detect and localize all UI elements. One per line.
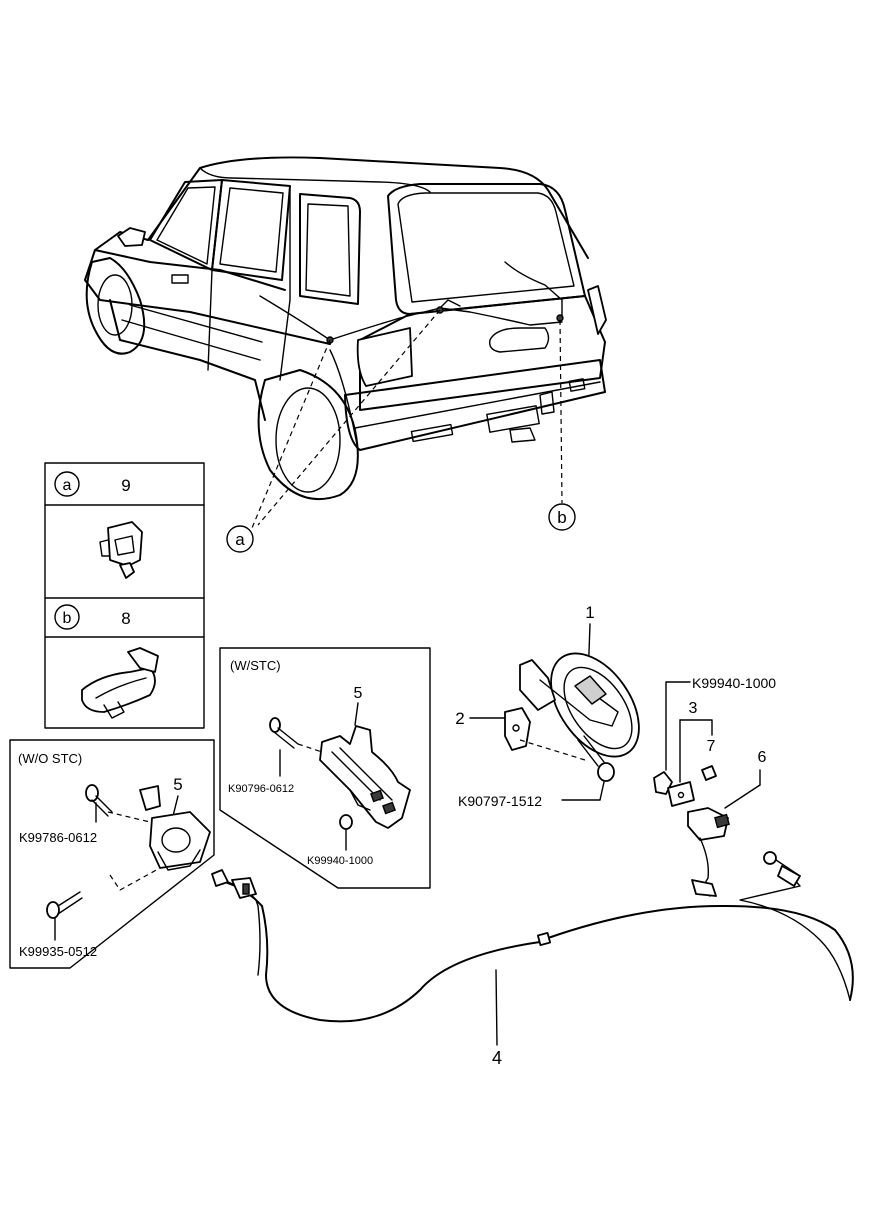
cable-end-fitting-icon bbox=[211, 869, 257, 899]
clip-9-icon bbox=[99, 521, 143, 579]
fuel-door-icon bbox=[519, 652, 640, 758]
wo-stc-item-5: 5 bbox=[173, 775, 182, 794]
legend-b-number: 8 bbox=[121, 609, 130, 628]
fuel-door-item-1: 1 bbox=[585, 603, 594, 622]
fuel-filler-door: 1 2 K90797-1512 bbox=[455, 603, 640, 809]
w-stc-bolt: K90796-0612 bbox=[228, 783, 294, 795]
wo-stc-panel: (W/O STC) 5 K99786-0612 K99935-0512 bbox=[9, 739, 215, 969]
wo-stc-bolt-top: K99786-0612 bbox=[19, 830, 97, 845]
actuator-bracket-icon bbox=[139, 785, 211, 871]
clip-8-icon bbox=[81, 647, 159, 719]
clip-legend-table: a 9 b 8 bbox=[44, 462, 205, 729]
opener-item-3: 3 bbox=[689, 700, 698, 717]
bolt-k90796-icon bbox=[269, 717, 299, 749]
vehicle-illustration bbox=[84, 156, 607, 529]
release-cable: 4 bbox=[211, 851, 854, 1068]
callout-b: b bbox=[548, 503, 576, 531]
callout-b-label: b bbox=[557, 508, 566, 527]
w-stc-item-5: 5 bbox=[354, 685, 363, 702]
opener-clip: K99940-1000 bbox=[692, 675, 776, 691]
fuel-door-item-2: 2 bbox=[455, 709, 464, 728]
w-stc-clip: K99940-1000 bbox=[307, 855, 373, 867]
opener-switch-icon bbox=[687, 807, 730, 897]
bolt-k99786-icon bbox=[85, 784, 113, 817]
bolt-k99935-icon bbox=[46, 891, 83, 919]
wo-stc-bolt-bottom: K99935-0512 bbox=[19, 944, 97, 959]
wo-stc-title: (W/O STC) bbox=[18, 751, 82, 766]
w-stc-panel: (W/STC) 5 K90796-0612 K99940-1000 bbox=[219, 647, 431, 889]
opener-assembly: K99940-1000 3 7 6 bbox=[653, 675, 776, 897]
bolt-k90797-icon bbox=[577, 735, 615, 782]
opener-item-7: 7 bbox=[707, 738, 716, 755]
legend-b-letter: b bbox=[63, 610, 72, 627]
cable-end-fitting-2-icon bbox=[763, 851, 801, 887]
opener-item-6: 6 bbox=[758, 749, 767, 766]
fuel-door-bolt: K90797-1512 bbox=[458, 793, 542, 809]
legend-a-letter: a bbox=[63, 477, 72, 494]
legend-a-number: 9 bbox=[121, 476, 130, 495]
hinge-plate-icon bbox=[504, 707, 531, 751]
callout-a-label: a bbox=[235, 530, 245, 549]
stc-actuator-icon bbox=[319, 725, 411, 829]
callout-a: a bbox=[226, 525, 254, 553]
w-stc-title: (W/STC) bbox=[230, 658, 281, 673]
cable-item-4: 4 bbox=[492, 1048, 502, 1068]
